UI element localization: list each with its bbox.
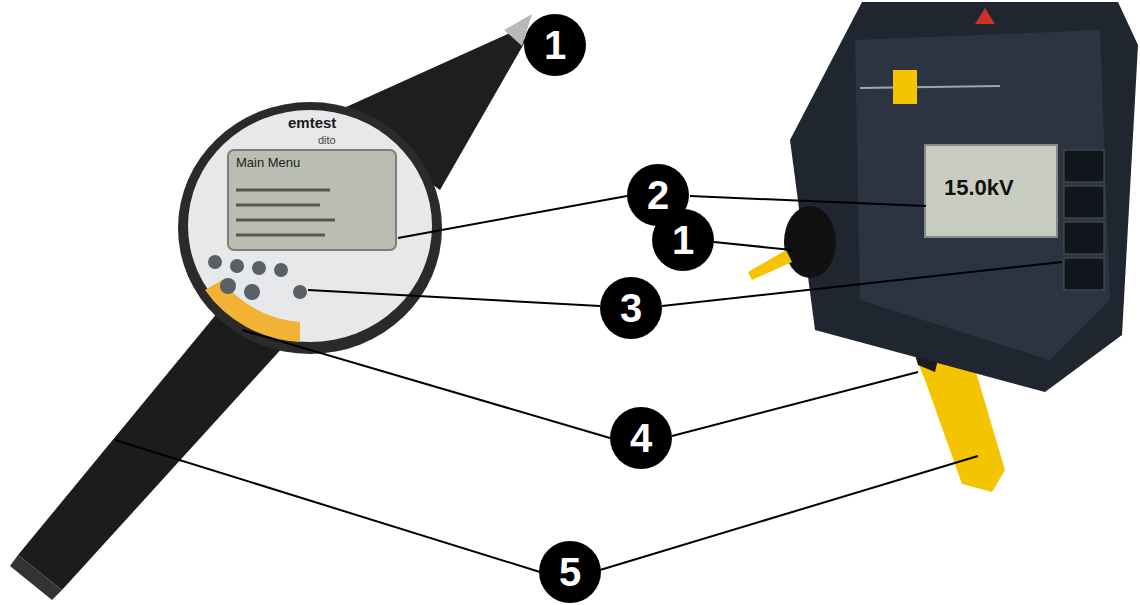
gun-face [855, 30, 1110, 360]
gun-tip [748, 250, 792, 280]
slider-track [860, 86, 1000, 88]
callout-number: 4 [610, 407, 672, 469]
gun-body [790, 2, 1138, 392]
device-rim [178, 102, 442, 354]
slider [893, 70, 917, 104]
model-text: dito [318, 134, 336, 146]
device-face [188, 110, 432, 342]
leader-lines [115, 196, 1062, 572]
gun-display [925, 145, 1057, 237]
display-text: Main Menu [236, 156, 300, 170]
display-line [236, 189, 330, 192]
voltage-readout: 15.0kV [944, 176, 1014, 200]
callout-number: 3 [600, 277, 662, 339]
keypad [208, 255, 307, 300]
warning-triangle [975, 8, 995, 24]
handle [18, 300, 285, 590]
gun-nose [784, 206, 836, 278]
gun-buttons [1064, 150, 1104, 290]
callout-number: 1 [652, 209, 714, 271]
display-line [236, 204, 320, 207]
display [228, 150, 396, 250]
callout-number: 1 [524, 14, 586, 76]
handle-end [10, 555, 62, 600]
display-line [236, 219, 335, 222]
display-line [236, 234, 325, 237]
callout-number: 5 [539, 541, 601, 603]
brand-text: emtest [288, 115, 336, 132]
